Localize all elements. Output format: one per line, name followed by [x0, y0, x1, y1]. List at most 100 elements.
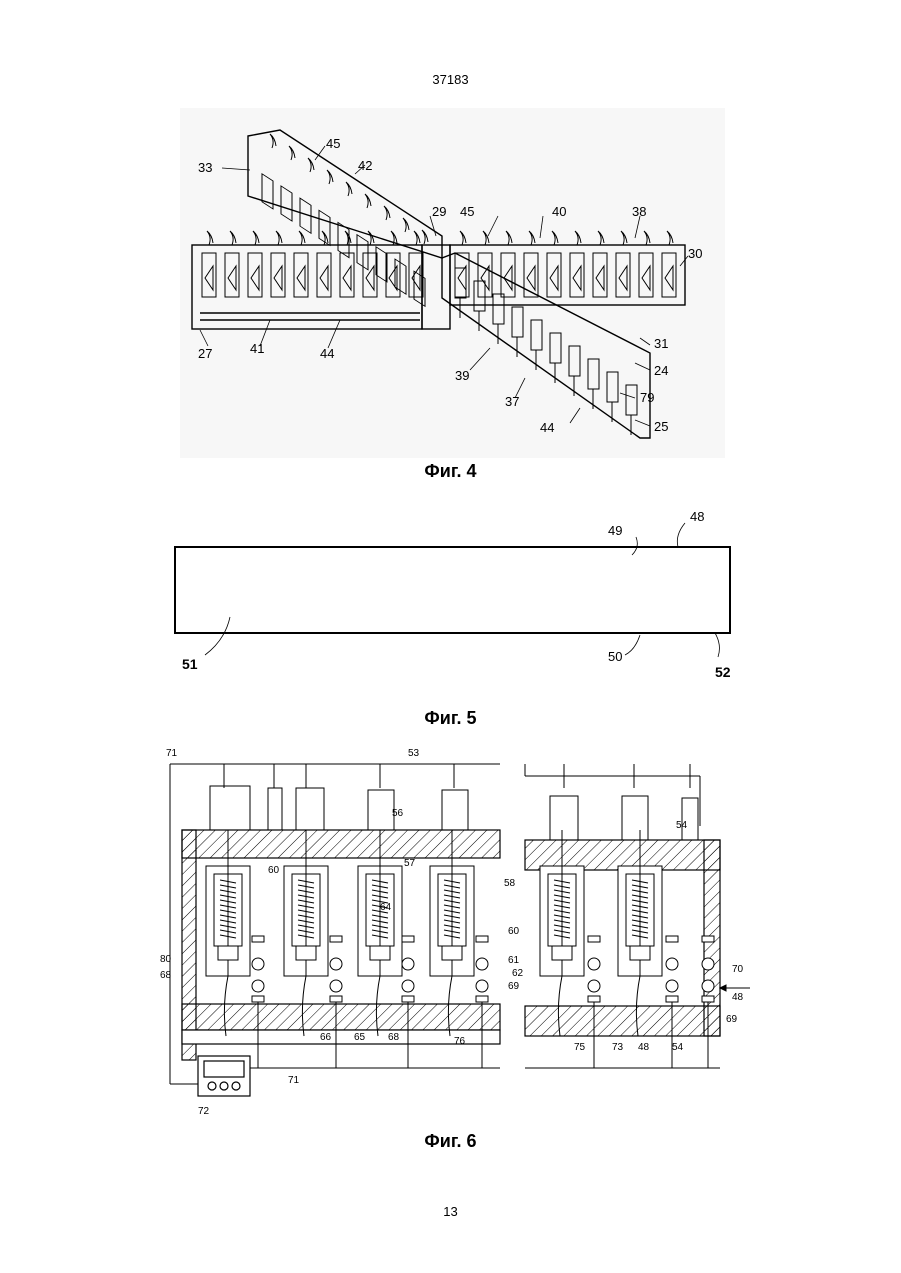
fig6-label: 58	[504, 878, 516, 889]
fig4-label: 24	[654, 363, 668, 378]
actuator-block	[368, 790, 394, 830]
contact-ball	[330, 980, 342, 992]
piston-head	[442, 946, 462, 960]
fig4-label: 27	[198, 346, 212, 361]
fig6-label: 68	[160, 970, 172, 981]
document-number: 37183	[0, 72, 901, 87]
fig6-label: 71	[288, 1075, 300, 1086]
fig6-label: 57	[404, 858, 416, 869]
contact-ball	[666, 958, 678, 970]
figure-4-caption: Фиг. 4	[0, 461, 901, 482]
fig6-label: 62	[512, 968, 524, 979]
piston-head	[630, 946, 650, 960]
fig6-label: 54	[676, 820, 688, 831]
fig4-label: 45	[326, 136, 340, 151]
contact-cap	[330, 936, 342, 942]
fig5-label: 51	[182, 656, 198, 672]
fig5-label: 52	[715, 664, 731, 680]
contact-base	[252, 996, 264, 1002]
fig4-label: 39	[455, 368, 469, 383]
contact-base	[330, 996, 342, 1002]
contact-ball	[588, 958, 600, 970]
figure-6-caption: Фиг. 6	[0, 1131, 901, 1152]
contact-ball	[402, 980, 414, 992]
contact-ball	[330, 958, 342, 970]
fig6-label: 48	[732, 992, 744, 1003]
contact-base	[702, 996, 714, 1002]
contact-cap	[666, 936, 678, 942]
actuator-block	[442, 790, 468, 830]
contact-ball	[666, 980, 678, 992]
fig6-label: 76	[454, 1036, 466, 1047]
fig5-label: 49	[608, 523, 622, 538]
fig6-label: 61	[508, 955, 520, 966]
piston-head	[218, 946, 238, 960]
fig6-label: 71	[166, 748, 178, 759]
fig6-label: 69	[508, 981, 520, 992]
fig4-label: 25	[654, 419, 668, 434]
contact-cap	[588, 936, 600, 942]
fig4-label: 31	[654, 336, 668, 351]
contact-ball	[402, 958, 414, 970]
fig6-label: 65	[354, 1032, 366, 1043]
contact-cap	[402, 936, 414, 942]
fig6-label: 69	[726, 1014, 738, 1025]
piston-head	[370, 946, 390, 960]
actuator-block	[296, 788, 324, 830]
fig4-label: 45	[460, 204, 474, 219]
figure-6-drawing: 71 53 56 54 57 58 60 64 80 68 60 61 62 6…	[160, 738, 760, 1128]
fig5-label: 50	[608, 649, 622, 664]
piston-head	[296, 946, 316, 960]
fig6-label: 64	[380, 902, 392, 913]
fig6-label: 75	[574, 1042, 586, 1053]
fig4-label: 29	[432, 204, 446, 219]
fig4-label: 38	[632, 204, 646, 219]
contact-ball	[702, 958, 714, 970]
controller-unit	[198, 1056, 250, 1096]
fig6-label: 54	[672, 1042, 684, 1053]
fig6-label: 56	[392, 808, 404, 819]
contact-ball	[476, 980, 488, 992]
actuator-block	[682, 798, 698, 840]
contact-base	[666, 996, 678, 1002]
fig4-label: 40	[552, 204, 566, 219]
figure-4-drawing: 33 45 42 29 45 40 38 30 27 41 44 31 39 2…	[180, 108, 725, 458]
contact-ball	[702, 980, 714, 992]
contact-ball	[588, 980, 600, 992]
actuator-block	[210, 786, 250, 830]
page-number: 13	[0, 1204, 901, 1219]
piston-head	[552, 946, 572, 960]
fig4-label: 37	[505, 394, 519, 409]
contact-cap	[476, 936, 488, 942]
plate	[175, 547, 730, 633]
fig6-label: 60	[508, 926, 520, 937]
fig4-label: 30	[688, 246, 702, 261]
contact-base	[588, 996, 600, 1002]
fig6-label: 80	[160, 954, 172, 965]
fig4-label: 41	[250, 341, 264, 356]
fig6-label: 60	[268, 865, 280, 876]
fig6-label: 73	[612, 1042, 624, 1053]
contact-base	[476, 996, 488, 1002]
fig6-label: 48	[638, 1042, 650, 1053]
fig4-label: 79	[640, 390, 654, 405]
fig6-label: 66	[320, 1032, 332, 1043]
fig4-label: 44	[320, 346, 334, 361]
actuator-block	[550, 796, 578, 840]
contact-cap	[252, 936, 264, 942]
contact-cap	[702, 936, 714, 942]
contact-base	[402, 996, 414, 1002]
fig4-label: 42	[358, 158, 372, 173]
fig4-label: 44	[540, 420, 554, 435]
fig6-label: 53	[408, 748, 420, 759]
fig5-label: 48	[690, 509, 704, 524]
contact-ball	[252, 958, 264, 970]
fig6-label: 72	[198, 1106, 210, 1117]
actuator-block	[622, 796, 648, 840]
figure-5-drawing: 49 48 51 50 52	[170, 505, 740, 685]
contact-ball	[476, 958, 488, 970]
actuator-block	[268, 788, 282, 830]
contact-ball	[252, 980, 264, 992]
figure-5-caption: Фиг. 5	[0, 708, 901, 729]
fig6-label: 70	[732, 964, 744, 975]
